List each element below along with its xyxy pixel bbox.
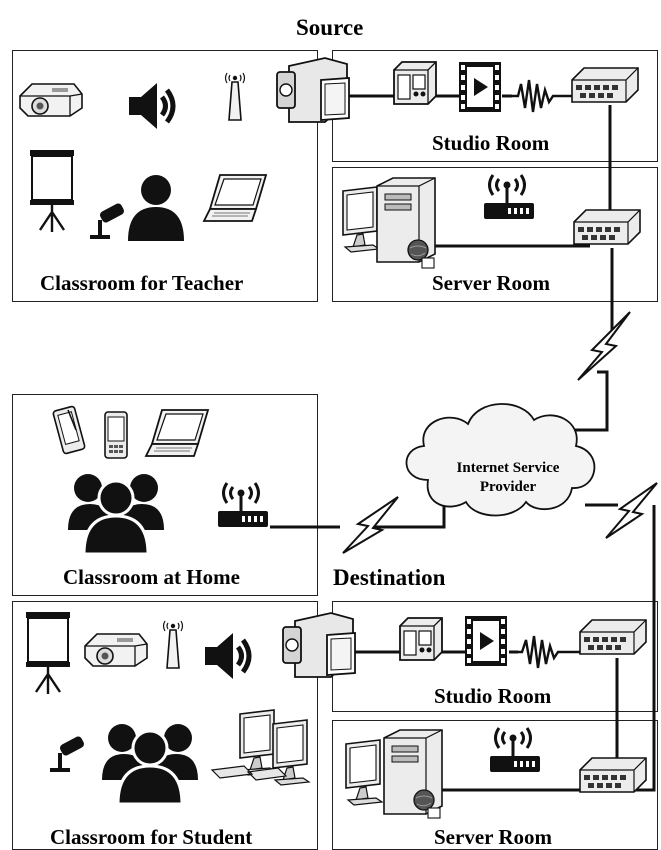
isp-label-line2: Provider xyxy=(479,479,537,495)
student-classroom-label: Classroom for Student xyxy=(50,825,253,849)
microphone-icon xyxy=(88,200,128,241)
laptop-icon xyxy=(203,174,267,222)
network-switch-icon xyxy=(571,67,639,103)
video-camera-icon xyxy=(276,57,350,123)
antenna-icon xyxy=(162,620,184,669)
wireless-router-icon xyxy=(488,726,542,774)
dest-server-label: Server Room xyxy=(434,825,552,849)
projector-icon xyxy=(84,633,148,667)
tablet-icon xyxy=(51,405,87,455)
destination-heading: Destination xyxy=(333,565,446,590)
wireless-router-icon xyxy=(482,173,536,221)
microphone-icon xyxy=(48,733,88,774)
video-camera-icon xyxy=(282,612,356,678)
network-switch-icon xyxy=(579,757,647,793)
signal-wave-icon xyxy=(516,635,580,669)
teacher-classroom-label: Classroom for Teacher xyxy=(40,271,244,295)
lightning-link-icon xyxy=(342,496,399,554)
signal-wave-icon xyxy=(510,79,572,113)
laptop-icon xyxy=(145,409,209,457)
computer-icon xyxy=(342,186,380,253)
computer-icon xyxy=(345,739,383,806)
dest-studio-label: Studio Room xyxy=(434,684,552,708)
smartphone-icon xyxy=(104,411,128,459)
video-player-icon xyxy=(465,616,507,666)
lightning-link-icon xyxy=(577,311,631,381)
source-studio-label: Studio Room xyxy=(432,131,550,155)
desktop-computers-icon xyxy=(210,709,310,786)
cloud-icon xyxy=(405,403,596,517)
home-classroom-label: Classroom at Home xyxy=(63,565,240,589)
lightning-link-icon xyxy=(605,482,658,539)
projector-icon xyxy=(19,83,83,117)
speaker-icon xyxy=(129,83,173,129)
source-server-label: Server Room xyxy=(432,271,550,295)
video-player-icon xyxy=(459,62,501,112)
source-heading: Source xyxy=(296,15,364,40)
media-converter-icon xyxy=(393,61,437,105)
wireless-router-icon xyxy=(216,481,270,529)
isp-label: Internet Service Provider xyxy=(433,459,583,497)
group-icon xyxy=(100,722,200,806)
group-icon xyxy=(66,472,166,556)
projection-screen-icon xyxy=(24,610,72,696)
antenna-icon xyxy=(224,72,246,121)
projection-screen-icon xyxy=(28,148,76,234)
media-converter-icon xyxy=(399,617,443,661)
person-icon xyxy=(128,175,184,241)
network-switch-icon xyxy=(573,209,641,245)
speaker-icon xyxy=(205,633,249,679)
network-switch-icon xyxy=(579,619,647,655)
isp-label-line1: Internet Service xyxy=(456,460,560,476)
